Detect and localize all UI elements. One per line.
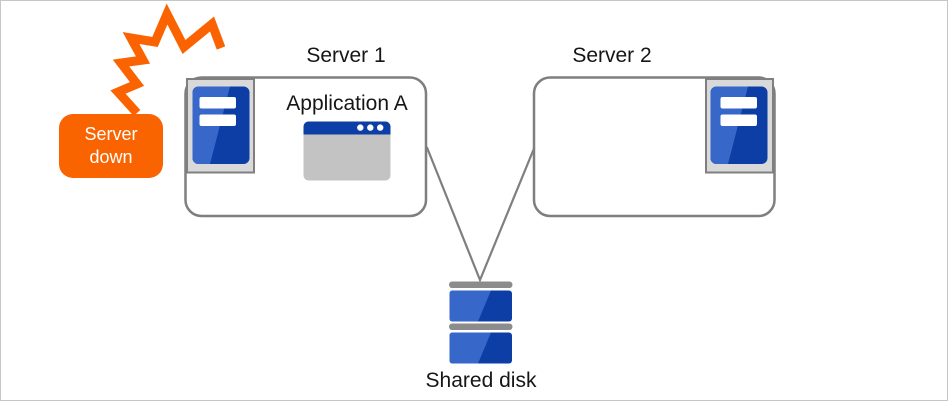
server1-label: Server 1 xyxy=(306,44,386,67)
server2-label: Server 2 xyxy=(572,44,652,67)
shared-disk-label: Shared disk xyxy=(425,369,537,392)
crash-burst-icon xyxy=(110,3,226,117)
server-tower-icon xyxy=(186,78,255,174)
disk-stack-icon xyxy=(449,281,513,364)
server-tower-icon xyxy=(705,78,774,174)
server-down-line2: down xyxy=(89,147,133,167)
server-down-badge: Server down xyxy=(59,114,163,178)
application-window-icon xyxy=(303,121,391,181)
server-down-line1: Server xyxy=(84,124,138,144)
connector-lines xyxy=(425,146,536,283)
application-label: Application A xyxy=(286,92,408,115)
